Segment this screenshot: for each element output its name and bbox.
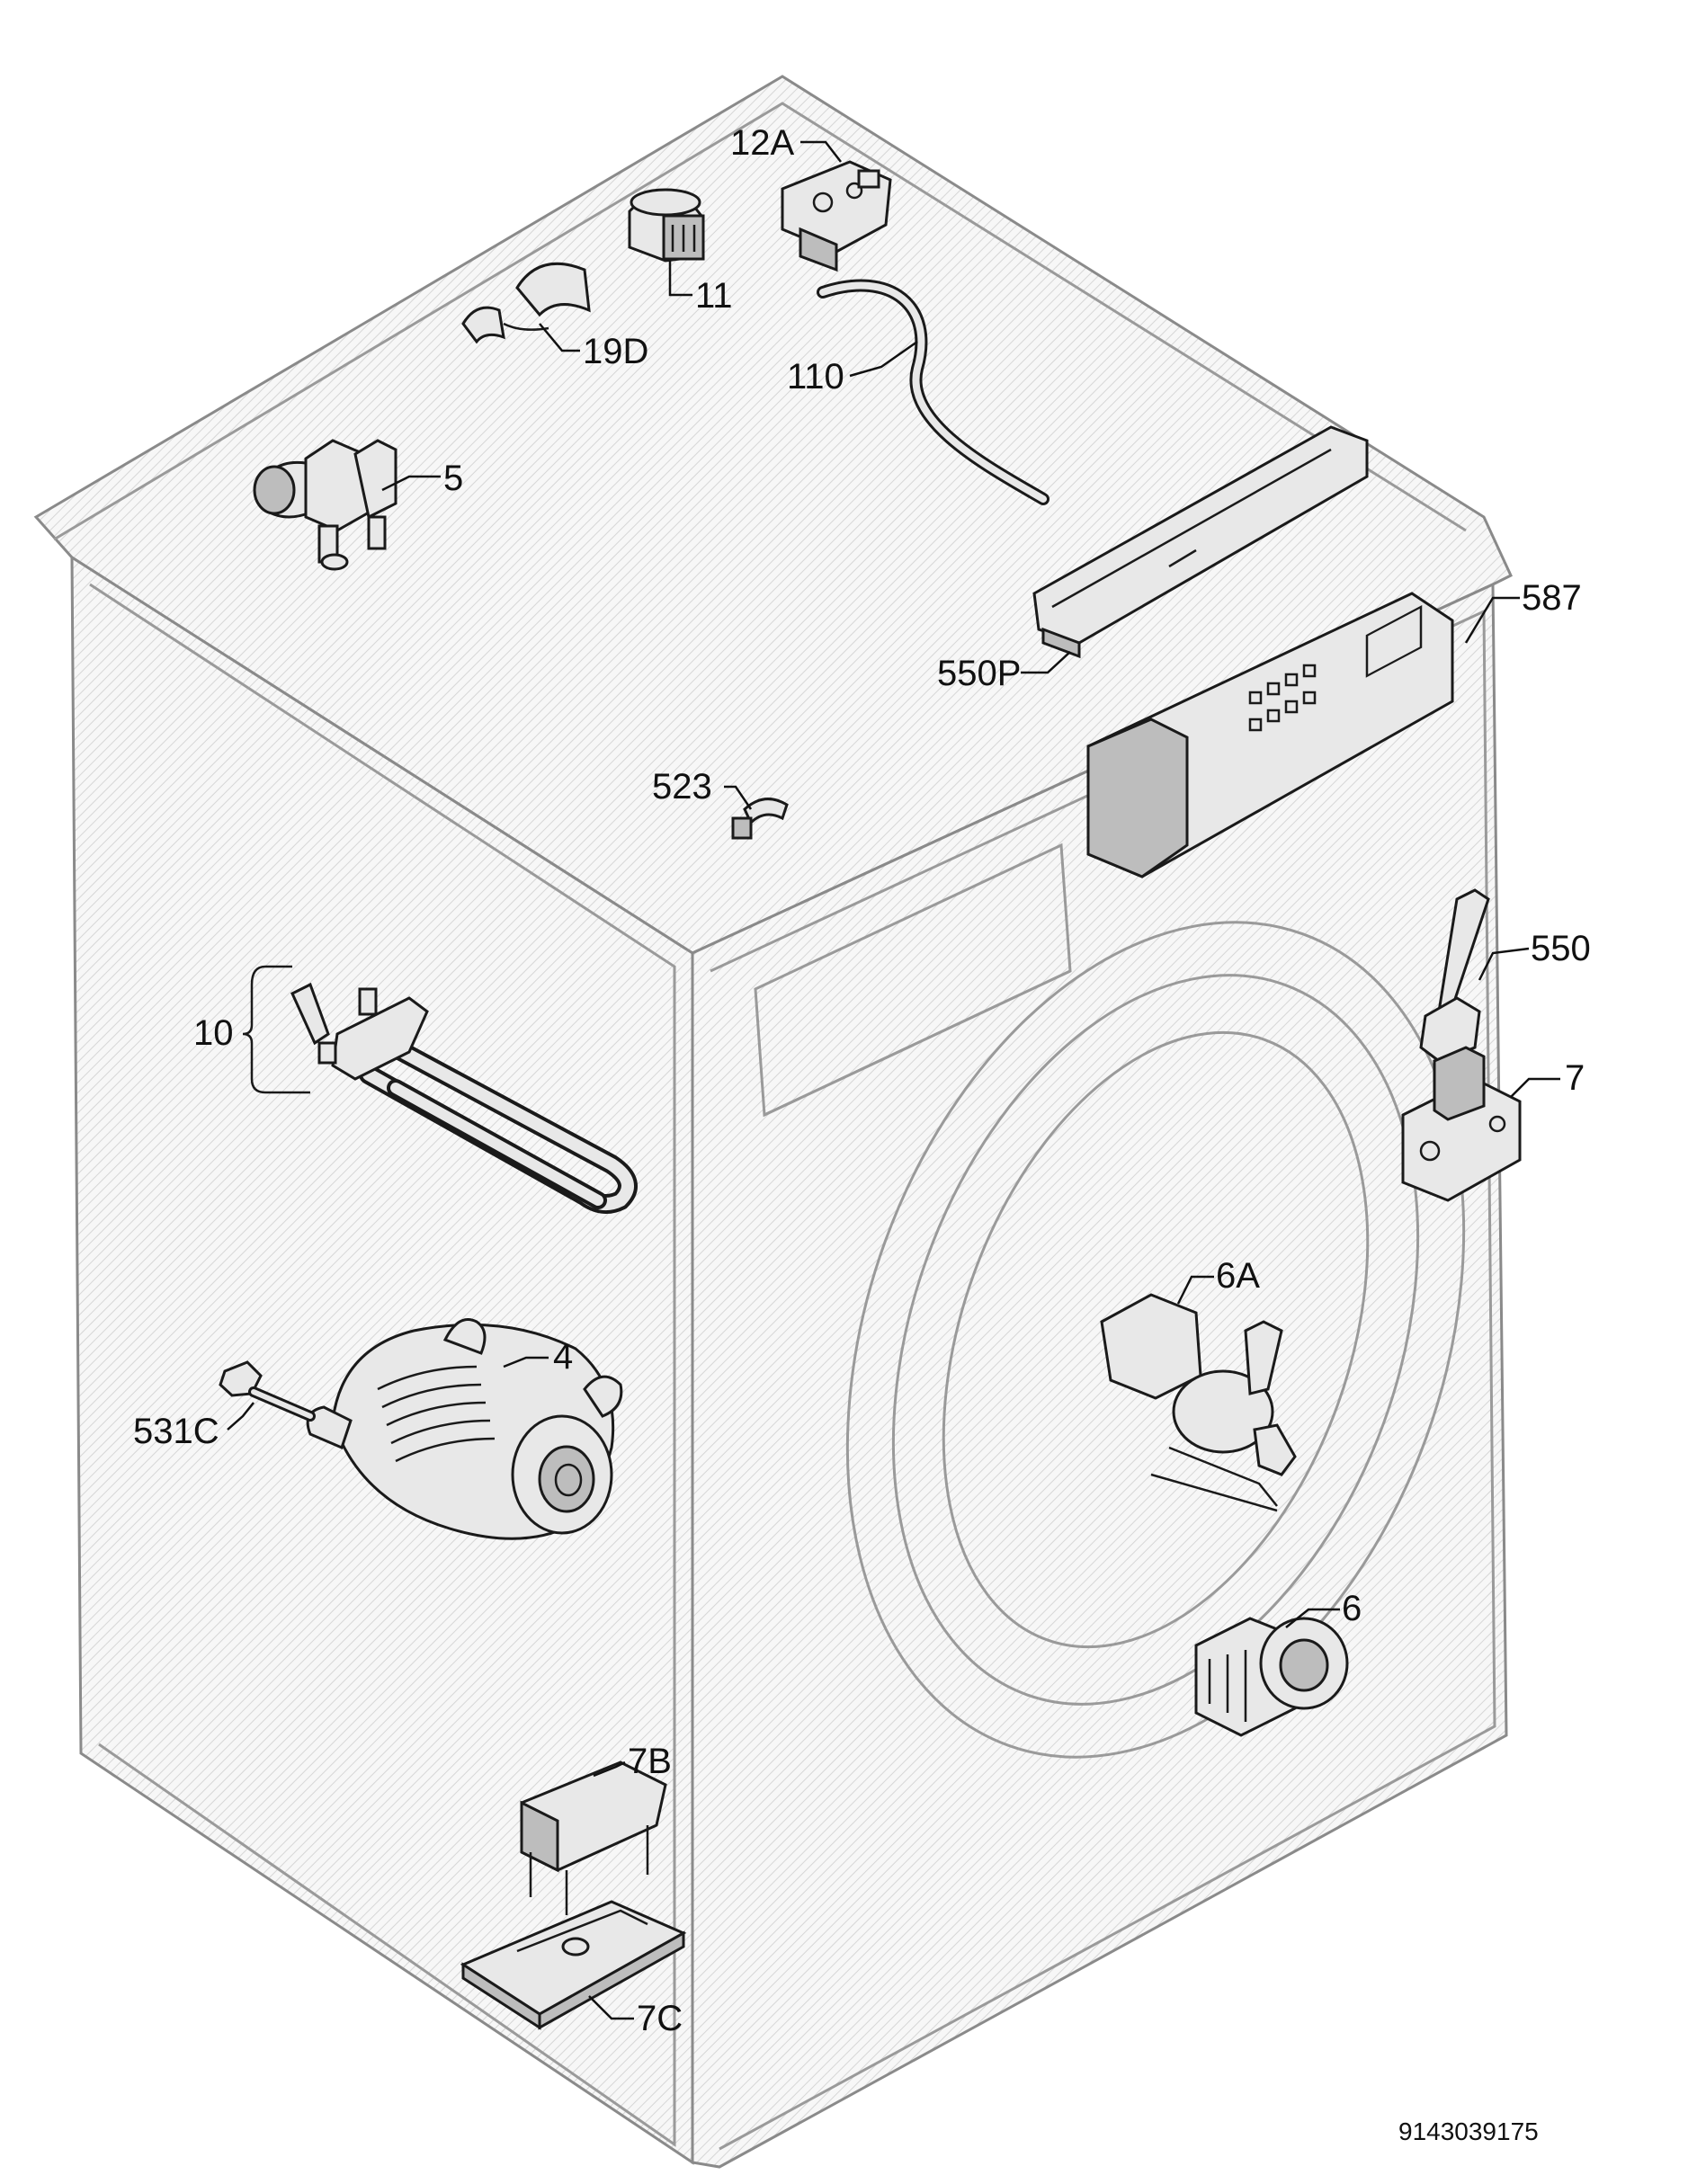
callout-6a: 6A	[1216, 1256, 1260, 1296]
part-6a-drain-pump	[1100, 1293, 1297, 1512]
part-550p-panel-frame	[1032, 425, 1369, 659]
callout-10: 10	[193, 1013, 234, 1053]
part-6-drain-pump	[1194, 1617, 1349, 1737]
part-587-electronic-module	[1086, 592, 1454, 878]
part-5-inlet-valve	[253, 439, 397, 571]
document-number: 9143039175	[1398, 2117, 1539, 2145]
part-7b-hinge	[520, 1761, 667, 1915]
callout-531c: 531C	[133, 1412, 219, 1451]
part-7-door-interlock	[1401, 1046, 1522, 1202]
leader-lines	[227, 140, 1560, 2020]
callout-6: 6	[1342, 1589, 1362, 1628]
callout-110: 110	[787, 357, 844, 397]
part-523-clip	[731, 798, 789, 840]
callout-587: 587	[1522, 578, 1582, 618]
part-531c-bolt	[219, 1360, 316, 1422]
callout-4: 4	[553, 1337, 573, 1377]
callout-12a: 12A	[730, 123, 794, 163]
callout-550p: 550P	[937, 654, 1021, 693]
callout-550: 550	[1531, 929, 1591, 968]
part-10-heating-element	[242, 965, 638, 1214]
callout-7: 7	[1565, 1058, 1585, 1098]
callout-7c: 7C	[637, 1999, 683, 2038]
callout-523: 523	[652, 767, 712, 807]
part-12a-pressure-switch	[781, 160, 892, 272]
callout-labels: 12A 11 19D 110 5 587 550P 523 550 7 10 6…	[133, 123, 1591, 2145]
part-7c-foot-pad	[460, 1900, 687, 2030]
callout-7b: 7B	[628, 1742, 672, 1781]
part-11-capacitor	[628, 188, 705, 263]
part-19d-cable-clip	[461, 262, 591, 344]
callout-5: 5	[443, 459, 463, 498]
callout-19d: 19D	[583, 332, 648, 371]
part-4-motor	[306, 1318, 623, 1540]
part-550-door-handle	[1419, 888, 1490, 1063]
callout-11: 11	[695, 276, 733, 316]
